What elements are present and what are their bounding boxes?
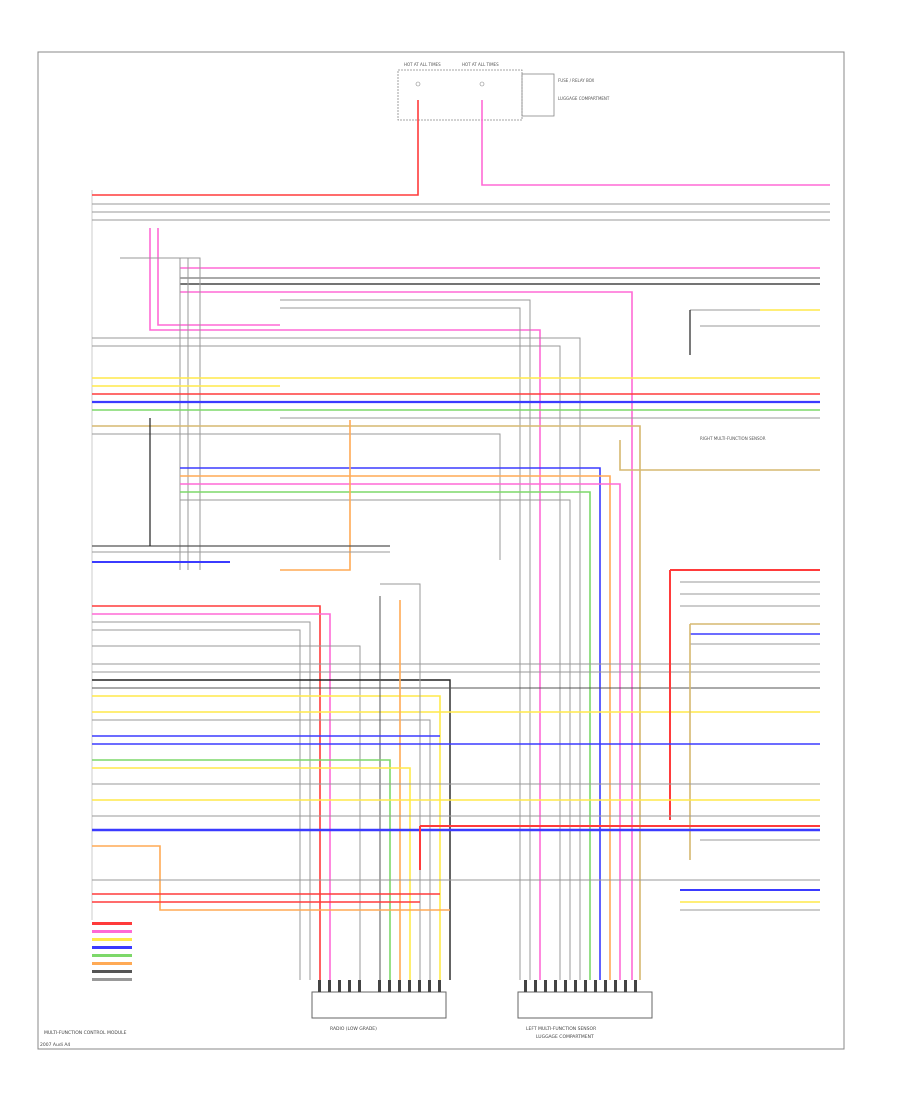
right-sensor-note: RIGHT MULTI-FUNCTION SENSOR [700,436,766,441]
footer-text: 2007 Audi A4 [40,1042,70,1048]
module-label: MULTI-FUNCTION CONTROL MODULE [44,1030,127,1036]
fuse-header-left: HOT AT ALL TIMES [404,62,441,67]
connector-radio: RADIO (LOW GRADE) [311,980,447,1032]
fuse-box-note: LUGGAGE COMPARTMENT [558,96,610,101]
connector-radio-label: RADIO (LOW GRADE) [330,1026,377,1032]
wires [92,100,830,980]
fuse-header-right: HOT AT ALL TIMES [462,62,499,67]
connector-left-sensor-label: LEFT MULTI-FUNCTION SENSOR [526,1026,596,1032]
connector-left-sensor: LEFT MULTI-FUNCTION SENSOR LUGGAGE COMPA… [517,980,653,1040]
fuse-box-label: FUSE / RELAY BOX [558,78,595,83]
wire-color-legend [92,922,132,981]
fuse-box: HOT AT ALL TIMES HOT AT ALL TIMES FUSE /… [397,62,610,121]
connector-left-sensor-sublabel: LUGGAGE COMPARTMENT [536,1034,594,1040]
diagram-frame [37,51,845,1050]
